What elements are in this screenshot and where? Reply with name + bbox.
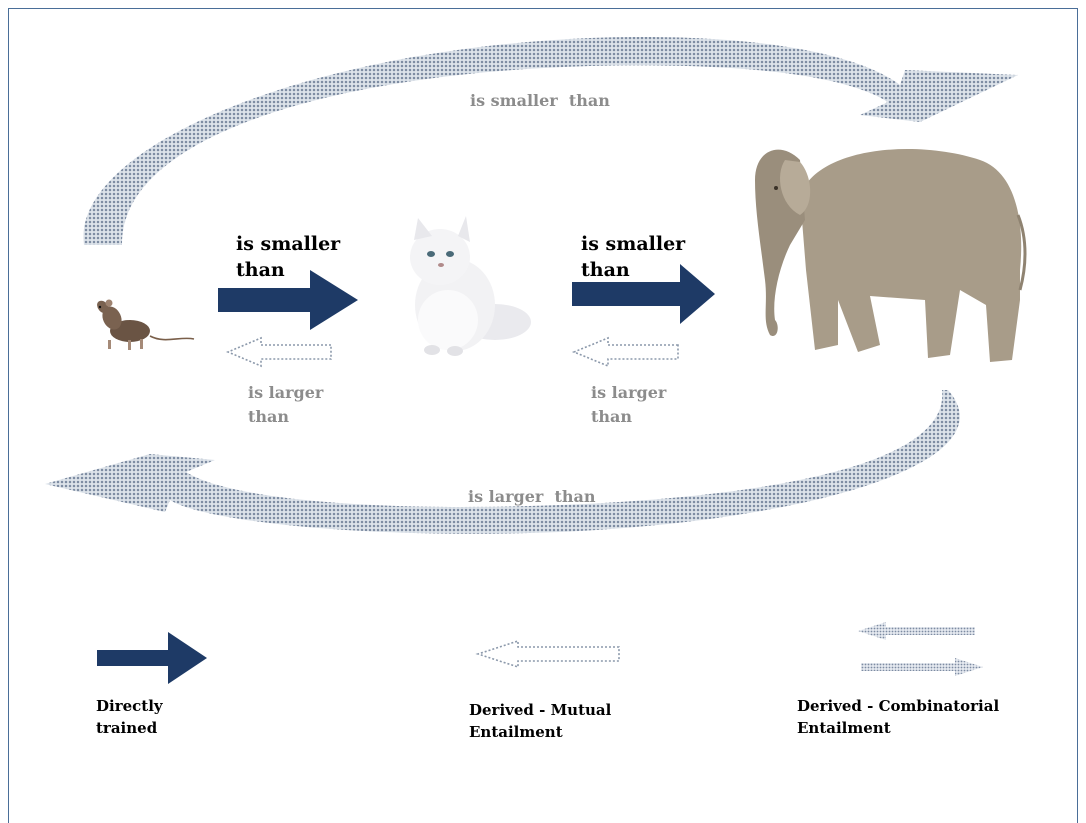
legend-mutual-entailment: Derived - Mutual Entailment xyxy=(469,701,612,741)
legend-combinatorial-arrow-left xyxy=(858,622,975,640)
bottom-combinatorial-arc xyxy=(45,390,960,534)
label-elephant-larger-than-cat: is larger than xyxy=(591,383,667,426)
cat-image xyxy=(410,216,531,356)
rat-image xyxy=(97,299,195,350)
figure-frame xyxy=(8,8,1078,823)
label-bottom-arc-larger-than: is larger than xyxy=(468,487,596,506)
label-rat-smaller-than-cat: is smaller than xyxy=(236,233,341,281)
legend-mutual-arrow xyxy=(475,639,620,669)
legend-direct-arrow xyxy=(97,632,207,684)
top-combinatorial-arc xyxy=(83,37,1018,245)
direct-arrow-cat-to-elephant xyxy=(572,264,715,324)
label-top-arc-smaller-than: is smaller than xyxy=(470,91,610,110)
legend-directly-trained: Directly trained xyxy=(96,697,163,737)
direct-arrow-rat-to-cat xyxy=(218,270,358,330)
label-cat-larger-than-rat: is larger than xyxy=(248,383,324,426)
legend-combinatorial-arrow-right xyxy=(861,658,983,676)
legend-combinatorial-entailment: Derived - Combinatorial Entailment xyxy=(797,697,1000,737)
elephant-image xyxy=(755,149,1027,362)
mutual-arrow-cat-to-rat xyxy=(225,336,332,368)
label-cat-smaller-than-elephant: is smaller than xyxy=(581,233,686,281)
mutual-arrow-elephant-to-cat xyxy=(571,336,679,368)
